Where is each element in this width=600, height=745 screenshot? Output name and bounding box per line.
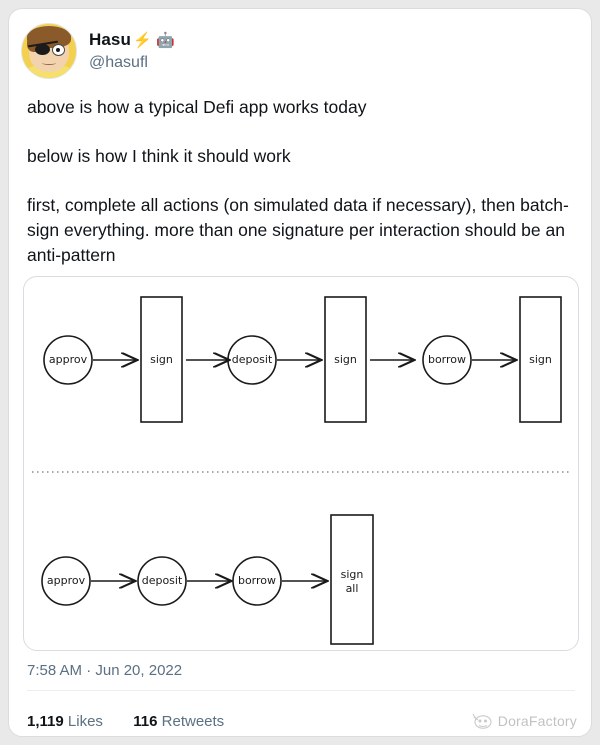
diagram-row-proposed-flow: approv deposit borrow sign — [41, 514, 374, 645]
diagram-node-deposit-1: deposit — [227, 335, 277, 385]
dora-logo-icon — [472, 713, 492, 729]
retweets-count[interactable]: 116 — [133, 713, 158, 730]
flow-diagram-svg: .hand { font-family: "DejaVu Sans", sans… — [32, 296, 570, 645]
watermark: DoraFactory — [471, 712, 577, 730]
tweet-timestamp: 7:58 AM · Jun 20, 2022 — [27, 662, 183, 679]
author-block: Hasu⚡ 🤖 @hasufl — [89, 30, 175, 73]
svg-text:all: all — [346, 582, 359, 595]
tweet-stats: 1,119 Likes 116 Retweets — [27, 713, 224, 730]
diagram-node-deposit-2: deposit — [137, 556, 187, 606]
tweet-paragraph-1: above is how a typical Defi app works to… — [27, 97, 367, 117]
footer-divider — [27, 690, 575, 691]
diagram-node-sign-2: sign — [324, 296, 367, 423]
avatar-pupil — [56, 48, 60, 52]
diagram-row-current-flow: approv sign deposit sign — [43, 296, 562, 423]
diagram-node-borrow-1: borrow — [422, 335, 472, 385]
tweet-header: Hasu⚡ 🤖 @hasufl — [9, 9, 591, 79]
author-handle[interactable]: @hasufl — [89, 54, 148, 72]
retweets-label: Retweets — [161, 713, 225, 730]
watermark-label: DoraFactory — [497, 713, 577, 729]
avatar-mouth — [42, 61, 56, 65]
avatar-eyepatch — [35, 44, 50, 55]
likes-label: Likes — [67, 713, 103, 730]
svg-text:sign: sign — [334, 353, 357, 366]
diagram-node-approve-2: approv — [41, 556, 91, 606]
tweet-text: above is how a typical Defi app works to… — [9, 79, 591, 268]
diagram-node-sign-3: sign — [519, 296, 562, 423]
tweet-card[interactable]: Hasu⚡ 🤖 @hasufl above is how a typical D… — [8, 8, 592, 737]
diagram-node-sign-all: sign all — [330, 514, 374, 645]
svg-text:sign: sign — [529, 353, 552, 366]
tweet-paragraph-2: below is how I think it should work — [27, 146, 291, 166]
author-display-name[interactable]: Hasu⚡ 🤖 — [89, 30, 175, 50]
tweet-media-diagram[interactable]: .hand { font-family: "DejaVu Sans", sans… — [23, 276, 579, 651]
diagram-node-sign-1: sign — [140, 296, 183, 423]
likes-count[interactable]: 1,119 — [27, 713, 64, 730]
avatar[interactable] — [21, 23, 77, 79]
tweet-paragraph-3: first, complete all actions (on simulate… — [27, 195, 569, 265]
diagram-node-borrow-2: borrow — [232, 556, 282, 606]
svg-text:sign: sign — [341, 568, 364, 581]
svg-text:borrow: borrow — [238, 574, 276, 587]
svg-text:deposit: deposit — [232, 353, 273, 366]
author-name-text: Hasu — [89, 29, 131, 49]
svg-text:approv: approv — [47, 574, 86, 587]
svg-text:approv: approv — [49, 353, 88, 366]
svg-text:sign: sign — [150, 353, 173, 366]
diagram-node-approve-1: approv — [43, 335, 93, 385]
author-name-emojis: ⚡ 🤖 — [132, 31, 175, 49]
svg-text:borrow: borrow — [428, 353, 466, 366]
svg-text:deposit: deposit — [142, 574, 183, 587]
